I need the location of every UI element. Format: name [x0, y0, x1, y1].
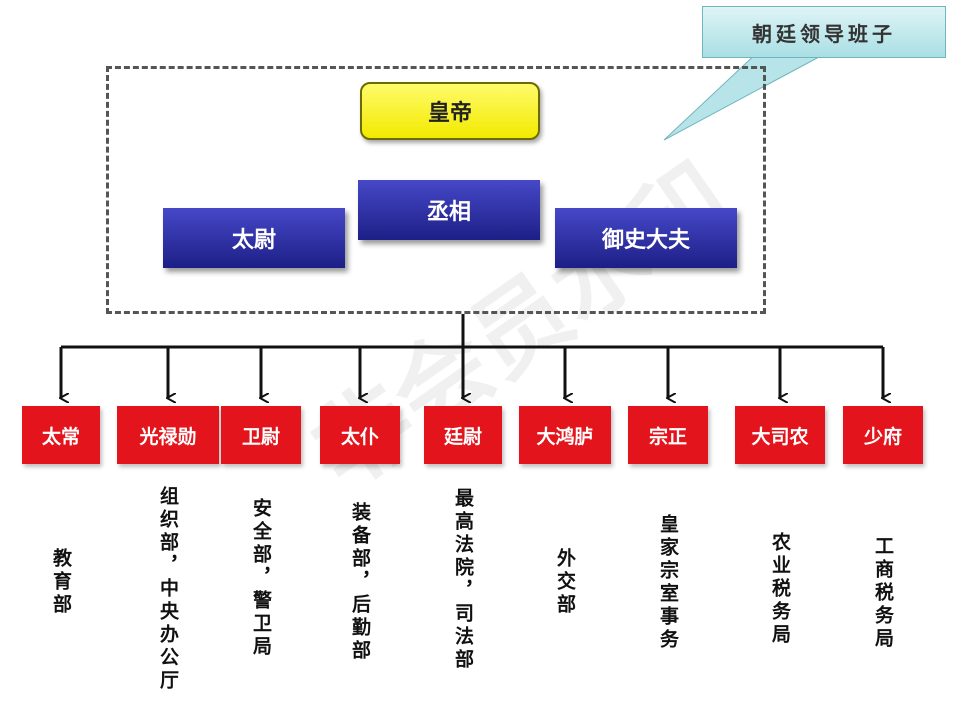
emperor-node: 皇帝	[360, 82, 540, 140]
military-commander-node: 太尉	[163, 208, 345, 268]
dept-dahonglu: 大鸿胪	[519, 406, 611, 464]
dept-dasinong: 大司农	[735, 406, 825, 464]
dept-zongzheng: 宗正	[628, 406, 708, 464]
leadership-group-box	[106, 66, 766, 314]
dept-shaofu: 少府	[843, 406, 923, 464]
dept-tingwei: 廷尉	[424, 406, 502, 464]
duty-tingwei: 最高法院，司法部	[452, 488, 474, 672]
dept-taichang: 太常	[22, 406, 100, 464]
duty-dasinong: 农业税务局	[769, 532, 791, 647]
dept-weiwei: 卫尉	[221, 406, 301, 464]
duty-zongzheng: 皇家宗室事务	[657, 514, 679, 652]
censor-node: 御史大夫	[555, 208, 737, 268]
duty-guangluxun: 组织部，中央办公厅	[157, 486, 179, 693]
chancellor-node: 丞相	[358, 180, 540, 240]
duty-taipu: 装备部，后勤部	[349, 502, 371, 663]
duty-dahonglu: 外交部	[554, 548, 576, 617]
leadership-callout: 朝廷领导班子	[702, 6, 946, 58]
duty-shaofu: 工商税务局	[872, 536, 894, 651]
duty-weiwei: 安全部，警卫局	[250, 498, 272, 659]
duty-taichang: 教育部	[50, 548, 72, 617]
dept-taipu: 太仆	[320, 406, 400, 464]
dept-guangluxun: 光禄勋	[117, 406, 219, 464]
